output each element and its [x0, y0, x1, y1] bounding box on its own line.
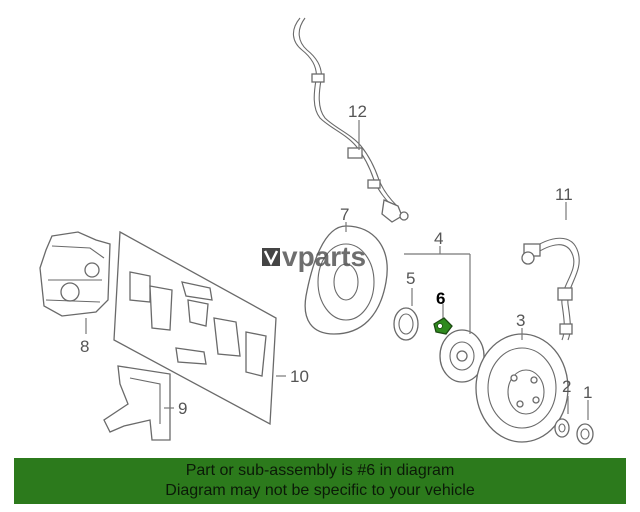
watermark-brand: vparts — [282, 241, 366, 272]
highlighted-part-6 — [433, 317, 453, 335]
callout-7: 7 — [340, 205, 349, 224]
footer-line-2: Diagram may not be specific to your vehi… — [165, 482, 475, 499]
callout-12: 12 — [348, 102, 367, 121]
hub-bearing — [439, 329, 485, 383]
tone-ring — [393, 307, 419, 341]
brake-rotor — [475, 333, 569, 443]
callout-5: 5 — [406, 269, 415, 288]
callout-8: 8 — [80, 337, 89, 356]
pad-kit — [113, 230, 277, 426]
leader-lines — [85, 120, 589, 420]
lug-nut — [576, 423, 594, 445]
footer-line-1: Part or sub-assembly is #6 in diagram — [185, 462, 455, 479]
callout-9: 9 — [178, 399, 187, 418]
callout-11: 11 — [555, 185, 573, 204]
callout-1: 1 — [583, 383, 592, 402]
callout-6: 6 — [436, 289, 445, 308]
brake-hose — [521, 237, 580, 341]
caliper — [39, 231, 111, 317]
vparts-logo-icon — [262, 248, 280, 266]
callout-10: 10 — [290, 367, 309, 386]
wheel-stud — [554, 418, 570, 438]
dust-shield — [304, 225, 388, 335]
parts-diagram: 12 11 7 4 5 6 3 8 10 9 2 1 — [39, 17, 594, 445]
vparts-watermark: vparts — [262, 238, 386, 274]
callout-2: 2 — [562, 377, 571, 396]
footer-banner: Part or sub-assembly is #6 in diagram Di… — [14, 458, 626, 504]
callout-3: 3 — [516, 311, 525, 330]
callout-4: 4 — [434, 229, 443, 248]
abs-sensor-wire — [292, 17, 409, 223]
mounting-bracket — [103, 365, 171, 441]
